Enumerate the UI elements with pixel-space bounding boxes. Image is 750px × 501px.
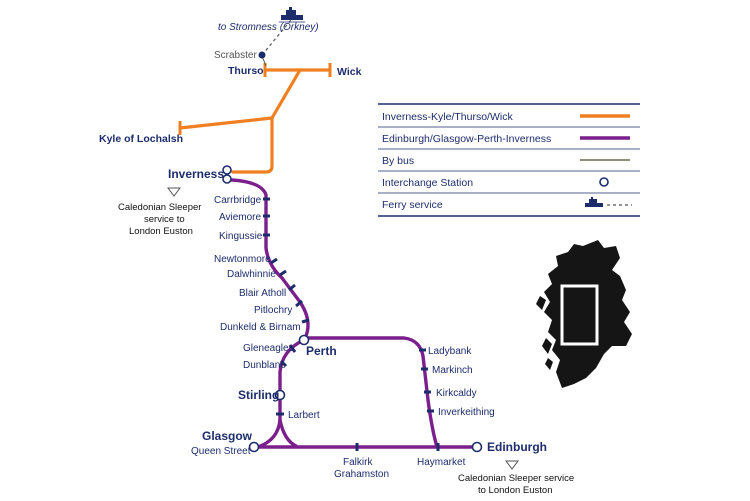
ferry-icon bbox=[279, 7, 305, 23]
station-larbert: Larbert bbox=[288, 410, 320, 421]
station-dunblane: Dunblane bbox=[243, 360, 286, 371]
tick-gleneagles bbox=[288, 344, 297, 353]
station-dunkeld: Dunkeld & Birnam bbox=[220, 322, 301, 333]
station-perth: Perth bbox=[306, 344, 337, 358]
orange-route-to-kyle bbox=[178, 116, 274, 130]
purple-route-larbert-falkirk bbox=[278, 418, 298, 448]
sleeper-note-north-2: service to bbox=[144, 214, 185, 225]
sleeper-arrow-south bbox=[505, 460, 519, 470]
perth-interchange bbox=[298, 334, 310, 346]
station-haymarket: Haymarket bbox=[417, 457, 466, 468]
interchange-stations bbox=[222, 165, 483, 453]
legend-label-bus: By bus bbox=[382, 155, 414, 167]
inverness-interchange-2 bbox=[222, 174, 232, 184]
station-kyle: Kyle of Lochalsh bbox=[99, 133, 183, 145]
station-ladybank: Ladybank bbox=[428, 346, 472, 357]
station-ticks bbox=[263, 197, 440, 451]
sleeper-note-north-3: London Euston bbox=[129, 226, 193, 237]
station-aviemore: Aviemore bbox=[219, 212, 261, 223]
sleeper-arrow-north bbox=[167, 187, 181, 197]
tick-blair-atholl bbox=[288, 283, 296, 292]
tick-dunkeld bbox=[301, 318, 310, 324]
station-falkirk: Falkirk bbox=[343, 457, 373, 468]
tick-dunblane bbox=[279, 359, 288, 368]
station-grahamston: Grahamston bbox=[334, 469, 389, 480]
station-edinburgh: Edinburgh bbox=[487, 440, 547, 454]
stirling-interchange bbox=[274, 389, 286, 401]
glasgow-interchange bbox=[248, 441, 260, 453]
scotland-island-3 bbox=[545, 358, 553, 370]
legend-label-ferry: Ferry service bbox=[382, 199, 443, 211]
purple-route-perth-fife bbox=[304, 336, 439, 449]
orange-route bbox=[178, 68, 332, 174]
orange-route-to-thurso-wick bbox=[263, 68, 332, 120]
locator-box bbox=[560, 284, 599, 346]
scrabster-dot bbox=[258, 51, 266, 59]
purple-route-stirling-glasgow bbox=[256, 393, 282, 449]
ferry-route-dash bbox=[261, 19, 292, 56]
legend-label-purple: Edinburgh/Glasgow-Perth-Inverness bbox=[382, 133, 551, 145]
station-newtonmore: Newtonmore bbox=[214, 254, 271, 265]
station-markinch: Markinch bbox=[432, 365, 473, 376]
tick-newtonmore bbox=[270, 257, 278, 265]
station-gleneagles: Gleneagles bbox=[243, 343, 294, 354]
legend-label-orange: Inverness-Kyle/Thurso/Wick bbox=[382, 111, 513, 123]
orange-route-terminals bbox=[178, 63, 332, 135]
edinburgh-interchange bbox=[471, 441, 483, 453]
station-kingussie: Kingussie bbox=[219, 231, 263, 242]
ferry-label: to Stromness (Orkney) bbox=[218, 22, 319, 33]
station-dalwhinnie: Dalwhinnie bbox=[227, 269, 276, 280]
station-carrbridge: Carrbridge bbox=[214, 195, 262, 206]
station-wick: Wick bbox=[337, 66, 362, 78]
sleeper-note-north-1: Caledonian Sleeper bbox=[118, 202, 201, 213]
station-scrabster: Scrabster bbox=[214, 50, 257, 61]
scotland-island-1 bbox=[536, 296, 546, 310]
scotland-island-2 bbox=[542, 338, 552, 354]
purple-route-inverness-perth bbox=[230, 178, 310, 338]
tick-pitlochry bbox=[295, 299, 303, 308]
purple-route bbox=[230, 178, 475, 449]
station-kirkcaldy: Kirkcaldy bbox=[436, 388, 477, 399]
station-inverkeithing: Inverkeithing bbox=[438, 407, 495, 418]
legend: Inverness-Kyle/Thurso/Wick Edinburgh/Gla… bbox=[378, 103, 640, 217]
legend-symbol-interchange bbox=[599, 177, 609, 187]
station-stirling: Stirling bbox=[238, 388, 279, 402]
sleeper-note-south-2: to London Euston bbox=[478, 485, 552, 496]
sleeper-note-south-1: Caledonian Sleeper service bbox=[458, 473, 574, 484]
station-thurso: Thurso bbox=[228, 65, 264, 77]
tick-dalwhinnie bbox=[279, 269, 287, 277]
inverness-interchange-1 bbox=[222, 165, 232, 175]
scotland-silhouette bbox=[544, 240, 632, 388]
station-queen-street: Queen Street bbox=[191, 446, 251, 457]
legend-label-interchange: Interchange Station bbox=[382, 177, 473, 189]
orange-route-inverness-junction bbox=[231, 116, 274, 174]
station-pitlochry: Pitlochry bbox=[254, 305, 292, 316]
station-blair-atholl: Blair Atholl bbox=[239, 288, 286, 299]
station-inverness: Inverness bbox=[168, 167, 224, 181]
legend-ferry-icon bbox=[585, 197, 603, 207]
scotland-locator-map bbox=[536, 240, 632, 388]
station-glasgow: Glasgow bbox=[202, 429, 253, 443]
